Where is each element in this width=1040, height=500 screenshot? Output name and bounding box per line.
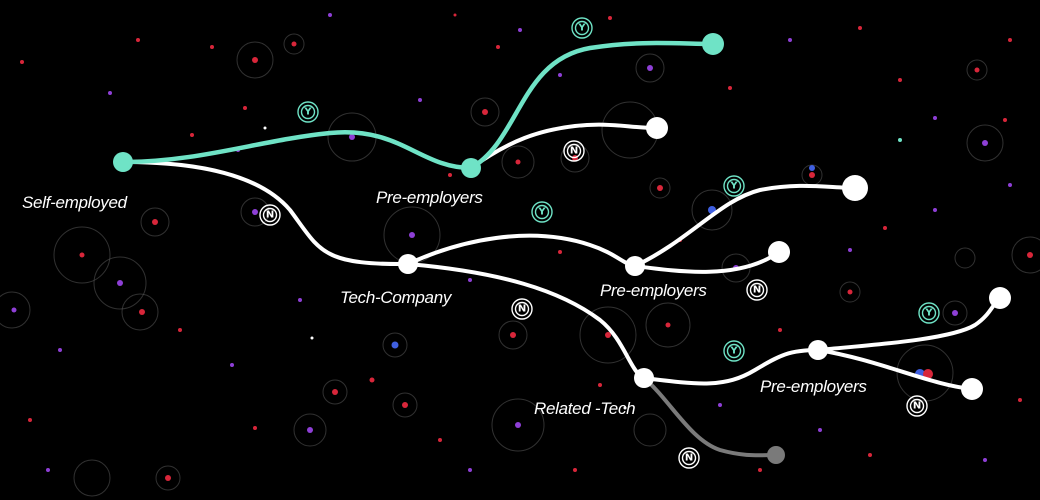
badge-yes: Y [297,101,319,123]
badge-yes: Y [723,175,745,197]
node-pre-employers-2[interactable] [625,256,645,276]
badge-no: N [678,447,700,469]
leaf-node-related-no[interactable] [767,446,785,464]
badge-no: N [746,279,768,301]
edge-tech-to-pre2 [406,233,637,268]
label-pre-employers-3: Pre-employers [760,377,867,396]
node-pre-employers-3[interactable] [808,340,828,360]
svg-text:Y: Y [577,23,586,34]
edge-tech-to-related [406,262,646,380]
node-pre-employers-1[interactable] [461,158,481,178]
edge-highlight-pre1-to-end [468,40,716,171]
node-self-employed[interactable] [113,152,133,172]
tree-nodes [113,33,1011,464]
node-related-tech[interactable] [634,368,654,388]
label-self-employed: Self-employed [22,193,128,212]
edge-pre3-to-upper [816,296,1002,352]
svg-text:N: N [570,146,578,157]
svg-text:N: N [518,304,526,315]
svg-text:Y: Y [537,207,546,218]
edge-self-to-tech [121,160,410,267]
label-pre-employers-1: Pre-employers [376,188,483,207]
svg-text:Y: Y [729,181,738,192]
svg-text:Y: Y [303,107,312,118]
badge-yes: Y [571,17,593,39]
node-tech-company[interactable] [398,254,418,274]
leaf-node-pre3-yes[interactable] [989,287,1011,309]
svg-text:N: N [753,285,761,296]
edge-pre2-to-lower [633,250,781,274]
badge-yes: Y [918,302,940,324]
label-pre-employers-2: Pre-employers [600,281,707,300]
edge-related-to-pre3 [642,348,820,386]
edge-highlight-self-to-pre1 [120,129,474,171]
tree-edges [120,40,1002,458]
svg-text:N: N [913,401,921,412]
label-tech-company: Tech-Company [340,288,453,307]
badge-yes: Y [723,340,745,362]
svg-text:Y: Y [924,308,933,319]
svg-text:N: N [266,210,274,221]
edge-pre1-to-white [469,122,659,170]
leaf-node-highlight[interactable] [702,33,724,55]
leaf-node-pre2-yes[interactable] [842,175,868,201]
badge-yes: Y [531,201,553,223]
leaf-node-pre1-no[interactable] [646,117,668,139]
badge-no: N [511,298,533,320]
edge-pre3-to-lower [816,348,974,391]
badge-no: N [563,140,585,162]
label-related-tech: Related -Tech [534,399,635,418]
svg-text:N: N [685,453,693,464]
svg-text:Y: Y [729,346,738,357]
edge-pre2-to-upper [633,183,857,268]
badge-no: N [906,395,928,417]
branch-badges: Y Y N N Y Y N [259,17,940,469]
leaf-node-pre3-no[interactable] [961,378,983,400]
node-labels: Self-employed Pre-employers Tech-Company… [22,188,868,418]
leaf-node-pre2-no[interactable] [768,241,790,263]
edge-related-to-gray [642,376,778,458]
badge-no: N [259,204,281,226]
